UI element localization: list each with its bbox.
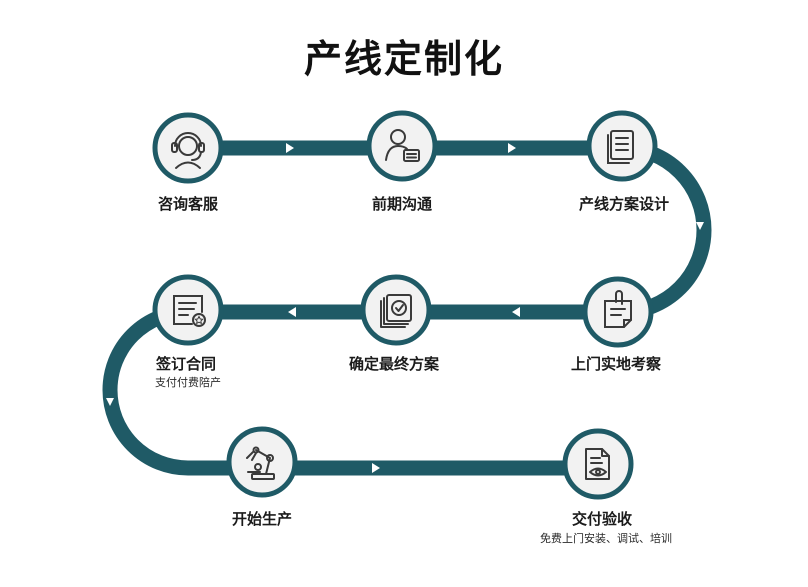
step-node-4 xyxy=(582,276,654,348)
document-list-icon xyxy=(607,130,634,164)
step-label-1: 咨询客服 xyxy=(157,195,218,213)
step-node-1 xyxy=(152,112,224,184)
user-card-icon xyxy=(385,129,420,162)
step-label-7: 开始生产 xyxy=(231,510,292,528)
step-label-3: 产线方案设计 xyxy=(578,195,669,213)
clipboard-note-icon xyxy=(604,290,632,328)
flow-arrow xyxy=(286,143,294,153)
step-label-5: 确定最终方案 xyxy=(348,355,439,373)
document-eye-icon xyxy=(585,448,610,480)
robot-arm-icon xyxy=(246,446,275,480)
flow-arrow xyxy=(508,143,516,153)
step-node-5 xyxy=(360,274,432,346)
step-label-4: 上门实地考察 xyxy=(570,355,661,373)
step-label-2: 前期沟通 xyxy=(371,195,432,213)
step-node-6 xyxy=(152,274,224,346)
step-node-3 xyxy=(586,110,658,182)
step-node-2 xyxy=(366,110,438,182)
step-label-6: 签订合同 xyxy=(155,355,216,373)
step-node-8 xyxy=(562,428,634,500)
page-title: 产线定制化 xyxy=(303,37,504,81)
step-sublabel-6: 支付付费陪产 xyxy=(155,376,221,389)
contract-badge-icon xyxy=(173,295,206,327)
flow-arrow xyxy=(372,463,380,473)
step-sublabel-8: 免费上门安装、调试、培训 xyxy=(540,532,672,545)
step-label-8: 交付验收 xyxy=(571,510,632,528)
flow-arrow xyxy=(696,222,704,230)
step-node-7 xyxy=(226,426,298,498)
stacked-check-icon xyxy=(380,294,412,328)
flow-arrow xyxy=(512,307,520,317)
flow-arrow xyxy=(288,307,296,317)
flow-arrow xyxy=(106,398,114,406)
headset-icon xyxy=(171,132,205,169)
